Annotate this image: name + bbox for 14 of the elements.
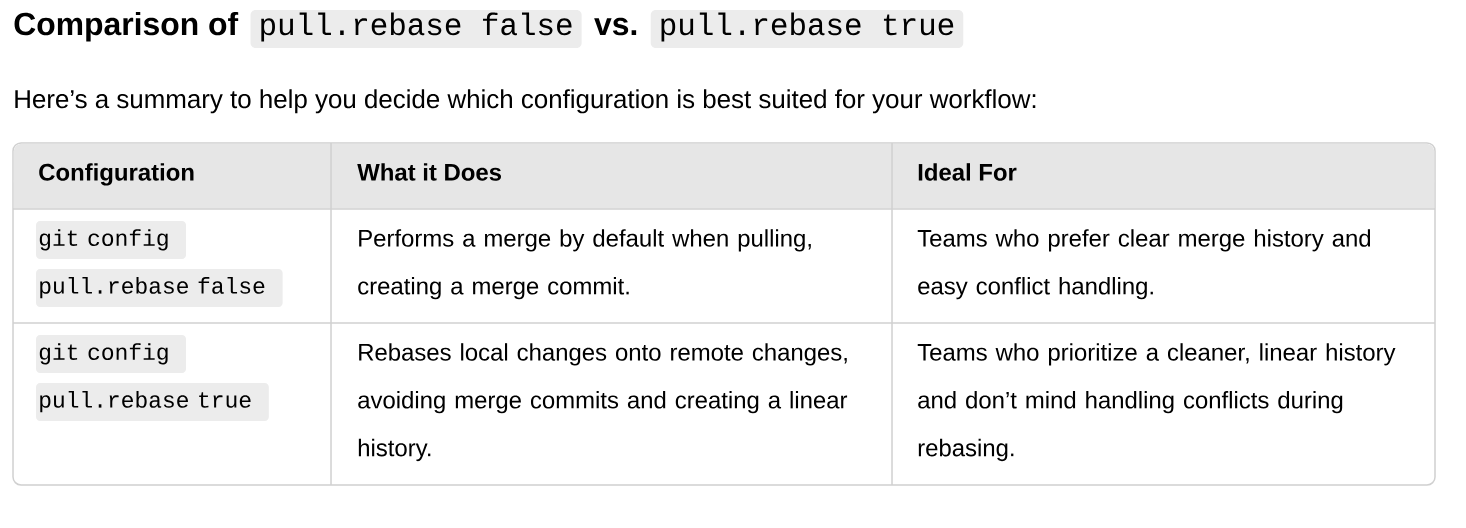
- code-snippet: pull.rebase false: [250, 10, 582, 48]
- column-header: Configuration: [39, 163, 194, 186]
- column-header: Ideal For: [918, 163, 1017, 181]
- code-cell: git config pull.rebase false: [36, 221, 283, 307]
- table-cell: Performs a merge by default when pulling, creating a merge commit.: [358, 229, 811, 300]
- heading-text: Comparison of: [14, 11, 239, 42]
- table-cell: Teams who prefer clear merge history and easy conflict handling.: [917, 229, 1371, 300]
- table-cell: Rebases local changes onto remote changes, avoiding merge commits and creating a linear history.: [358, 343, 848, 462]
- column-header: What it Does: [357, 163, 501, 181]
- intro-text: Here’s a summary to help you decide which configuration is best suited for your workflow:: [15, 89, 1036, 114]
- table-cell: Teams who prioritize a cleaner, linear history and don’t mind handling conflicts during rebasing.: [917, 343, 1396, 462]
- code-cell: git config pull.rebase true: [36, 335, 269, 421]
- heading-text: vs.: [594, 17, 637, 36]
- code-snippet: pull.rebase true: [650, 10, 964, 48]
